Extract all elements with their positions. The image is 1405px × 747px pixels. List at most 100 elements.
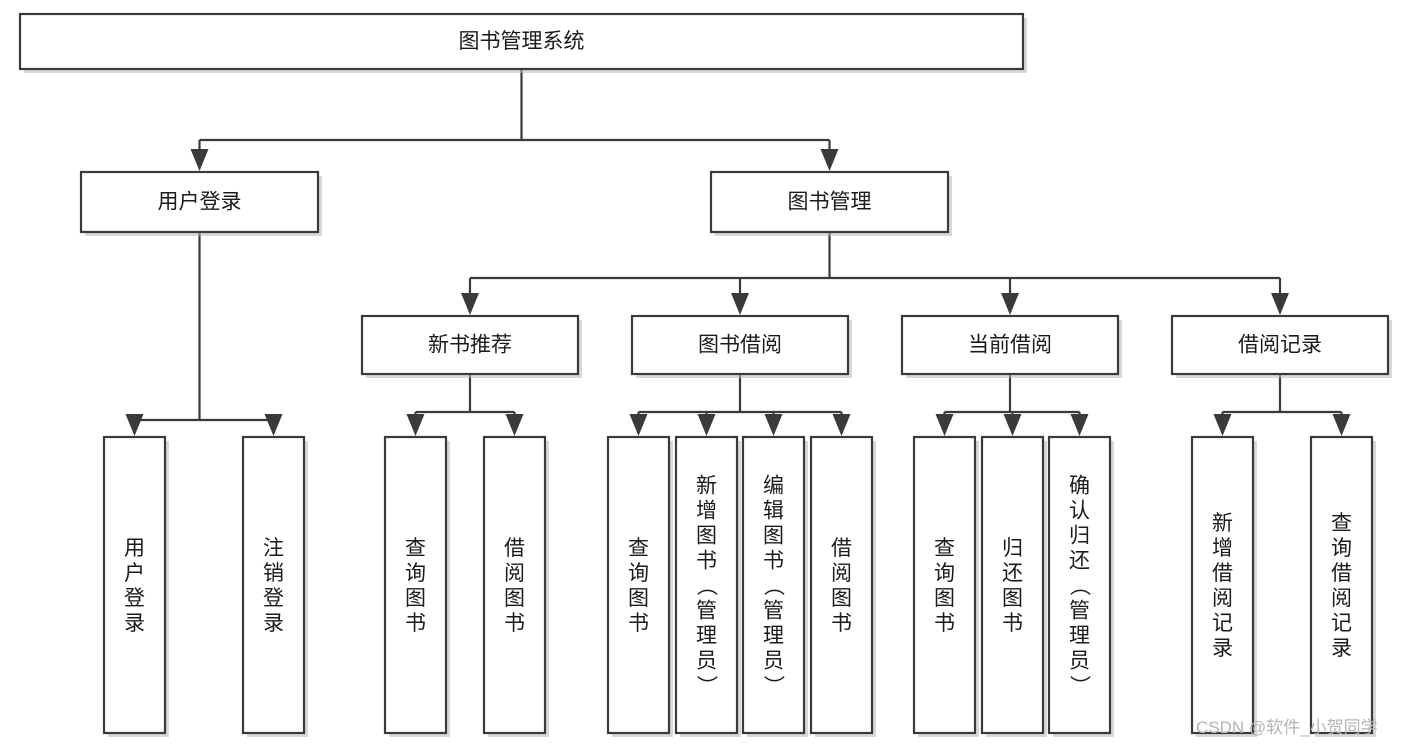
node-box-leaf-user-login[interactable] [102,435,167,735]
node-label-leaf-borrow-add-char-7: 员 [696,650,717,673]
arrow-head-leaf-borrow-query [629,414,648,436]
node-box-leaf-rec-search[interactable] [1309,435,1374,735]
node-label-leaf-rec-query-char-1: 询 [405,562,426,585]
node-book-borrow[interactable]: 图书借阅 [630,314,852,378]
node-label-leaf-rec-borrow-char-0: 借 [504,537,525,560]
arrow-head-leaf-rec-search [1332,414,1351,436]
node-box-leaf-cur-query[interactable] [912,435,977,735]
node-label-leaf-user-logout-char-0: 注 [263,537,284,560]
node-user-login[interactable]: 用户登录 [79,170,322,236]
node-label-leaf-borrow-edit-char-5: 管 [763,600,784,623]
node-label-leaf-borrow-edit-char-6: 理 [763,625,784,648]
node-label-leaf-cur-confirm-char-5: 管 [1069,600,1090,623]
arrow-head-book-borrow [731,293,749,315]
node-box-book-borrow[interactable] [630,314,850,376]
node-label-leaf-user-logout-char-3: 录 [263,612,284,635]
node-label-leaf-borrow-query-char-0: 查 [628,537,649,560]
node-root[interactable]: 图书管理系统 [18,12,1027,73]
node-label-leaf-borrow-edit-char-7: 员 [763,650,784,673]
node-label-leaf-user-login-char-3: 录 [124,612,145,635]
node-box-leaf-cur-return[interactable] [980,435,1045,735]
arrow-head-leaf-cur-query [935,414,954,436]
arrow-head-leaf-cur-confirm [1070,414,1089,436]
node-box-leaf-cur-confirm[interactable] [1047,435,1112,735]
node-label-leaf-rec-borrow-char-2: 图 [504,587,525,610]
node-label-leaf-borrow-do-char-1: 阅 [831,562,852,585]
arrow-head-leaf-rec-query [406,414,425,436]
arrow-head-user-login [190,149,209,171]
csdn-watermark: CSDN @软件_小贺同学 [1196,718,1378,737]
node-label-leaf-borrow-query-char-2: 图 [628,587,649,610]
node-box-borrow-record[interactable] [1170,314,1390,376]
node-label-current-borrow: 当前借阅 [968,334,1052,357]
node-box-leaf-borrow-edit[interactable] [741,435,806,735]
node-label-book-borrow: 图书借阅 [698,334,782,357]
node-leaf-user-login[interactable]: 用户登录 [102,435,169,737]
node-book-manage[interactable]: 图书管理 [709,170,952,236]
node-label-leaf-borrow-add-char-0: 新 [696,475,717,498]
node-label-leaf-cur-query-char-3: 书 [934,612,955,635]
node-label-leaf-user-logout-char-1: 销 [263,562,284,585]
node-label-leaf-user-login-char-1: 户 [124,562,145,585]
node-label-leaf-borrow-edit-char-4: （ [762,575,785,596]
node-label-leaf-borrow-add-char-5: 管 [696,600,717,623]
node-box-new-book-rec[interactable] [360,314,580,376]
arrow-head-leaf-user-logout [264,414,283,436]
node-label-leaf-cur-confirm-char-4: （ [1068,575,1091,596]
node-label-leaf-user-login-char-2: 登 [124,587,145,610]
arrow-head-leaf-borrow-do [832,414,851,436]
node-box-user-login[interactable] [79,170,320,234]
node-label-leaf-borrow-query-char-1: 询 [628,562,649,585]
node-label-leaf-cur-return-char-1: 还 [1002,562,1023,585]
node-label-leaf-cur-query-char-0: 查 [934,537,955,560]
node-box-leaf-rec-borrow[interactable] [482,435,547,735]
node-label-leaf-cur-return-char-3: 书 [1002,612,1023,635]
node-box-leaf-borrow-add[interactable] [674,435,739,735]
node-layer: 图书管理系统用户登录图书管理新书推荐图书借阅当前借阅借阅记录用户登录注销登录查询… [18,12,1392,737]
node-label-leaf-rec-query-char-2: 图 [405,587,426,610]
arrow-head-leaf-borrow-edit [764,414,783,436]
connector-layer [125,69,1351,436]
node-box-leaf-borrow-do[interactable] [809,435,874,735]
arrow-head-leaf-user-login [125,414,144,436]
arrow-head-borrow-record [1271,293,1289,315]
node-label-leaf-rec-query-char-0: 查 [405,537,426,560]
node-label-leaf-rec-add-char-4: 记 [1212,612,1233,635]
node-label-leaf-rec-search-char-0: 查 [1331,512,1352,535]
node-label-leaf-borrow-do-char-3: 书 [831,612,852,635]
node-box-book-manage[interactable] [709,170,950,234]
node-label-leaf-rec-add-char-2: 借 [1212,562,1233,585]
node-label-leaf-borrow-add-char-4: （ [695,575,718,596]
node-label-leaf-cur-query-char-1: 询 [934,562,955,585]
node-box-current-borrow[interactable] [900,314,1120,376]
node-box-leaf-borrow-query[interactable] [606,435,671,735]
node-box-leaf-rec-add[interactable] [1190,435,1255,735]
node-label-leaf-rec-borrow-char-1: 阅 [504,562,525,585]
node-box-root[interactable] [18,12,1025,71]
node-current-borrow[interactable]: 当前借阅 [900,314,1122,378]
node-box-leaf-user-logout[interactable] [241,435,306,735]
node-label-leaf-cur-confirm-char-1: 认 [1069,500,1090,523]
node-label-leaf-rec-search-char-3: 阅 [1331,587,1352,610]
node-label-leaf-borrow-add-char-3: 书 [696,550,717,573]
node-label-leaf-rec-add-char-3: 阅 [1212,587,1233,610]
node-label-leaf-rec-search-char-2: 借 [1331,562,1352,585]
node-new-book-rec[interactable]: 新书推荐 [360,314,582,378]
node-box-leaf-rec-query[interactable] [383,435,448,735]
node-label-leaf-rec-search-char-5: 录 [1331,637,1352,660]
node-label-leaf-borrow-add-char-1: 增 [696,500,717,523]
node-borrow-record[interactable]: 借阅记录 [1170,314,1392,378]
